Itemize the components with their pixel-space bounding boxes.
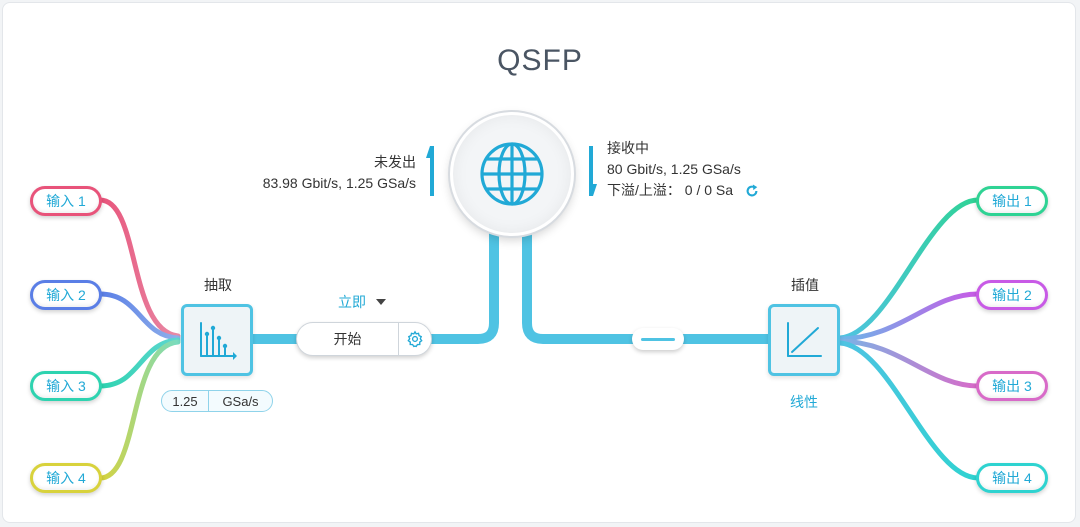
output-3-button[interactable]: 输出 3 bbox=[976, 371, 1048, 401]
interpolation-block[interactable] bbox=[768, 304, 840, 376]
decimation-chart-icon bbox=[200, 322, 237, 360]
interpolation-mode[interactable]: 线性 bbox=[790, 394, 818, 410]
network-node[interactable] bbox=[450, 112, 574, 236]
wire-input-4 bbox=[97, 339, 181, 481]
sample-rate-unit[interactable]: GSa/s bbox=[222, 393, 259, 409]
wire-output-2 bbox=[837, 291, 981, 342]
start-button-group: 开始 bbox=[296, 322, 432, 356]
arrow-down-icon bbox=[589, 146, 597, 196]
sample-rate-field[interactable]: 1.25 GSa/s bbox=[161, 390, 273, 412]
overflow-row: 下溢/上溢： 0 / 0 Sa bbox=[607, 180, 807, 201]
output-2-button[interactable]: 输出 2 bbox=[976, 280, 1048, 310]
input-1-button[interactable]: 输入 1 bbox=[30, 186, 102, 216]
decimation-block[interactable] bbox=[181, 304, 253, 376]
pipe-receive bbox=[522, 223, 775, 344]
output-4-button[interactable]: 输出 4 bbox=[976, 463, 1048, 493]
wire-input-2 bbox=[97, 291, 181, 341]
transmit-rate: 83.98 Gbit/s, 1.25 GSa/s bbox=[262, 175, 416, 191]
pipe-transmit bbox=[247, 223, 499, 344]
trigger-mode-value: 立即 bbox=[338, 294, 366, 310]
trigger-mode-dropdown[interactable]: 立即 bbox=[338, 292, 386, 312]
output-1-button[interactable]: 输出 1 bbox=[976, 186, 1048, 216]
wire-output-3 bbox=[837, 338, 981, 389]
wire-input-1 bbox=[97, 197, 181, 339]
chevron-down-icon bbox=[376, 299, 386, 305]
transmit-status: 未发出 bbox=[374, 154, 416, 170]
settings-button[interactable] bbox=[398, 323, 431, 355]
overflow-count: 下溢/上溢： 0 / 0 Sa bbox=[607, 182, 734, 198]
arrow-up-icon bbox=[426, 146, 434, 196]
receive-stats: 接收中 80 Gbit/s, 1.25 GSa/s 下溢/上溢： 0 / 0 S… bbox=[607, 138, 807, 201]
globe-icon bbox=[480, 142, 544, 206]
interpolation-chart-icon bbox=[787, 322, 822, 357]
decimation-label: 抽取 bbox=[204, 277, 232, 293]
input-3-button[interactable]: 输入 3 bbox=[30, 371, 102, 401]
receive-rate: 80 Gbit/s, 1.25 GSa/s bbox=[607, 161, 741, 177]
refresh-icon[interactable] bbox=[745, 183, 759, 198]
page-title: QSFP bbox=[497, 44, 583, 77]
wire-output-4 bbox=[837, 340, 981, 481]
link-connector[interactable] bbox=[632, 328, 684, 350]
link-icon bbox=[641, 337, 675, 341]
input-2-button[interactable]: 输入 2 bbox=[30, 280, 102, 310]
wire-output-1 bbox=[837, 197, 981, 341]
interpolation-label: 插值 bbox=[791, 277, 819, 293]
input-4-button[interactable]: 输入 4 bbox=[30, 463, 102, 493]
transmit-stats: 未发出 83.98 Gbit/s, 1.25 GSa/s bbox=[230, 152, 416, 194]
gear-icon bbox=[407, 330, 423, 348]
sample-rate-value[interactable]: 1.25 bbox=[162, 391, 209, 411]
wire-input-3 bbox=[97, 337, 181, 389]
start-button[interactable]: 开始 bbox=[333, 331, 362, 347]
receive-status: 接收中 bbox=[607, 140, 649, 156]
